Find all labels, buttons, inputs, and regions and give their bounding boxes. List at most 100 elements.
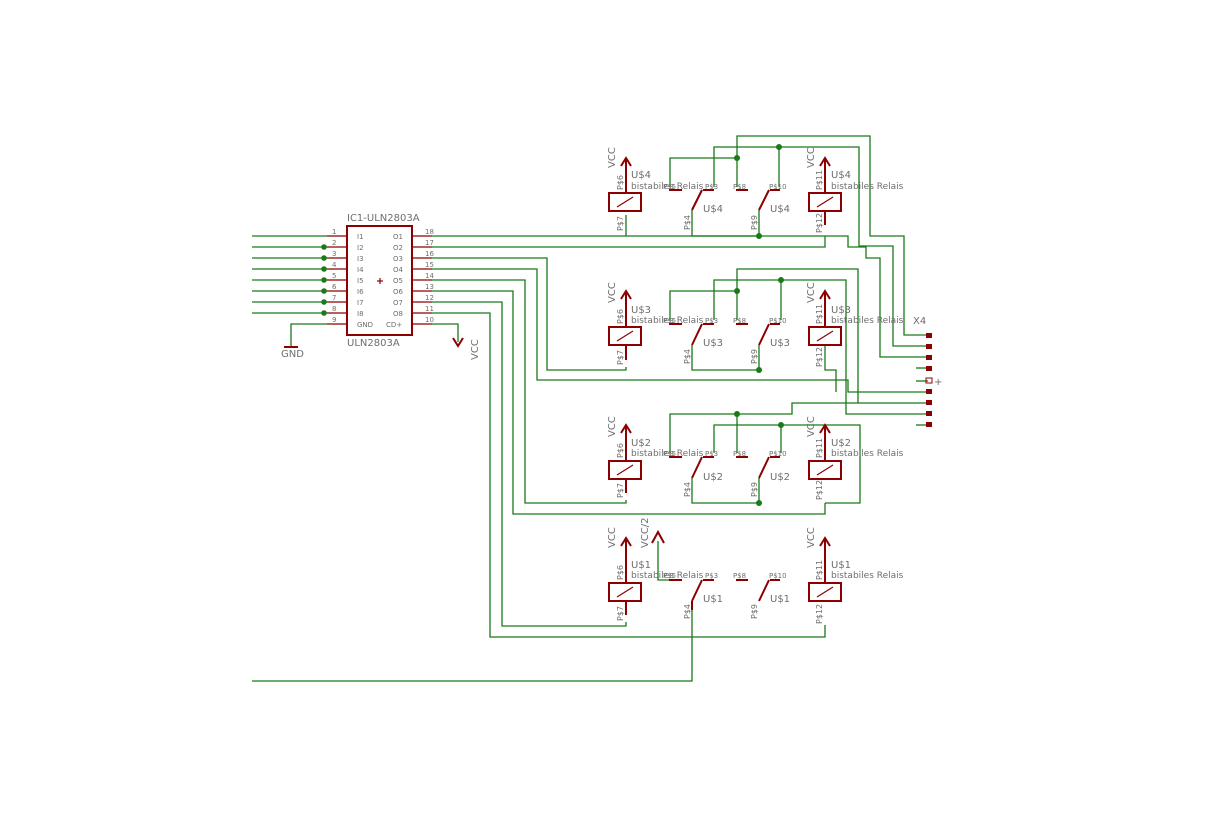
svg-text:P$5: P$5 — [663, 450, 676, 458]
ic-pin-name: I3 — [357, 255, 364, 263]
gnd-symbol: GND — [281, 323, 327, 360]
svg-text:P$10: P$10 — [769, 450, 787, 458]
svg-text:P$11: P$11 — [815, 170, 824, 190]
relay-name: U$2 — [631, 438, 651, 449]
vcc-label: VCC — [607, 527, 618, 548]
svg-text:P$12: P$12 — [815, 480, 824, 500]
ic-pin-name: I1 — [357, 233, 364, 241]
relay-name: U$4 — [631, 170, 651, 181]
svg-text:P$3: P$3 — [705, 450, 718, 458]
relay-name: U$3 — [770, 338, 790, 349]
vcc-label: VCC — [607, 282, 618, 303]
relay-type: bistabiles Relais — [831, 571, 904, 581]
svg-text:P$12: P$12 — [815, 604, 824, 624]
relay-type: bistabiles Relais — [631, 316, 704, 326]
relay-type: bistabiles Relais — [831, 449, 904, 459]
ic-pin-name: I7 — [357, 299, 364, 307]
relay-name: U$1 — [631, 560, 651, 571]
ic-pin-name: O7 — [393, 299, 403, 307]
relay-name: U$4 — [703, 204, 723, 215]
ic-pin-num: 15 — [425, 261, 434, 269]
relay-type: bistabiles Relais — [831, 316, 904, 326]
svg-text:P$10: P$10 — [769, 183, 787, 191]
connector-name: X4 — [913, 316, 926, 327]
svg-text:P$3: P$3 — [705, 572, 718, 580]
relay-coil — [808, 582, 842, 602]
vcc2-label: VCC/2 — [640, 517, 651, 548]
relay-coil — [808, 326, 842, 346]
relay-type: bistabiles Relais — [631, 449, 704, 459]
relay-name: U$1 — [770, 594, 790, 605]
ic-pin-name: O8 — [393, 310, 403, 318]
svg-text:P$12: P$12 — [815, 213, 824, 233]
ic-name: IC1-ULN2803A — [347, 213, 420, 224]
ic-pin-num: 11 — [425, 305, 434, 313]
ic-pin-name: I6 — [357, 288, 364, 296]
ic-pin-name: O3 — [393, 255, 403, 263]
svg-text:P$5: P$5 — [663, 317, 676, 325]
relay-name: U$3 — [703, 338, 723, 349]
svg-text:P$6: P$6 — [616, 443, 625, 458]
ic-pin-num: 8 — [332, 305, 336, 313]
relay-name: U$3 — [831, 305, 851, 316]
svg-text:P$4: P$4 — [683, 482, 692, 497]
output-wires — [252, 235, 928, 682]
svg-text:P$11: P$11 — [815, 304, 824, 324]
svg-text:P$9: P$9 — [750, 482, 759, 497]
relay-block-u1: VCC/2 VCC P$6 P$7 U$1 bistabiles Relais … — [607, 517, 904, 624]
vcc-label: VCC — [470, 339, 481, 360]
relay-type: bistabiles Relais — [831, 182, 904, 192]
ic-pin-num: 1 — [332, 228, 336, 236]
ic-value: ULN2803A — [347, 338, 400, 349]
ic-pin-num: 7 — [332, 294, 336, 302]
ic-pin-num: 10 — [425, 316, 434, 324]
svg-text:P$7: P$7 — [616, 350, 625, 365]
svg-text:P$4: P$4 — [683, 349, 692, 364]
ic-pin-num: 12 — [425, 294, 434, 302]
relay-type: bistabiles Relais — [631, 571, 704, 581]
ic-pin-num: 17 — [425, 239, 434, 247]
ic-pin-name: GND — [357, 321, 373, 329]
svg-text:P$8: P$8 — [733, 450, 746, 458]
ic-vcc-symbol: VCC — [432, 323, 481, 360]
ic-pin-name: I2 — [357, 244, 364, 252]
svg-text:P$11: P$11 — [815, 438, 824, 458]
ic-pin-num: 13 — [425, 283, 434, 291]
svg-text:P$8: P$8 — [733, 317, 746, 325]
ic-pin-num: 3 — [332, 250, 336, 258]
ic-pin-num: 6 — [332, 283, 337, 291]
svg-text:P$4: P$4 — [683, 215, 692, 230]
connector-plus: + — [934, 377, 942, 388]
connector-x4: X4 + — [913, 316, 942, 427]
input-junctions — [321, 244, 327, 316]
svg-text:P$5: P$5 — [663, 183, 676, 191]
relay-name: U$2 — [770, 472, 790, 483]
relay-coil — [608, 192, 642, 212]
relay-name: U$4 — [770, 204, 790, 215]
svg-text:P$6: P$6 — [616, 309, 625, 324]
ic-pin-num: 5 — [332, 272, 336, 280]
svg-text:P$9: P$9 — [750, 215, 759, 230]
vcc-label: VCC — [806, 282, 817, 303]
ic-pin-num: 16 — [425, 250, 434, 258]
ic-pin-name: O4 — [393, 266, 404, 274]
ic-pin-name: O1 — [393, 233, 403, 241]
vcc-label: VCC — [607, 416, 618, 437]
ic-pin-name: CD+ — [386, 321, 402, 329]
ic-pin-name: O2 — [393, 244, 403, 252]
relay-type: bistabiles Relais — [631, 182, 704, 192]
ic-pin-name: I4 — [357, 266, 364, 274]
ic-pin-name: O5 — [393, 277, 403, 285]
ic-uln2803a: IC1-ULN2803A ULN2803A 1 2 3 4 5 6 7 8 9 — [327, 213, 434, 349]
svg-text:P$3: P$3 — [705, 317, 718, 325]
svg-text:P$11: P$11 — [815, 560, 824, 580]
relay-name: U$2 — [831, 438, 851, 449]
relay-name: U$1 — [831, 560, 851, 571]
ic-pin-num: 18 — [425, 228, 434, 236]
ic-pin-name: O6 — [393, 288, 404, 296]
vcc-label: VCC — [607, 147, 618, 168]
svg-text:P$9: P$9 — [750, 349, 759, 364]
ic-pin-num: 9 — [332, 316, 336, 324]
vcc-label: VCC — [806, 147, 817, 168]
svg-text:P$6: P$6 — [616, 175, 625, 190]
